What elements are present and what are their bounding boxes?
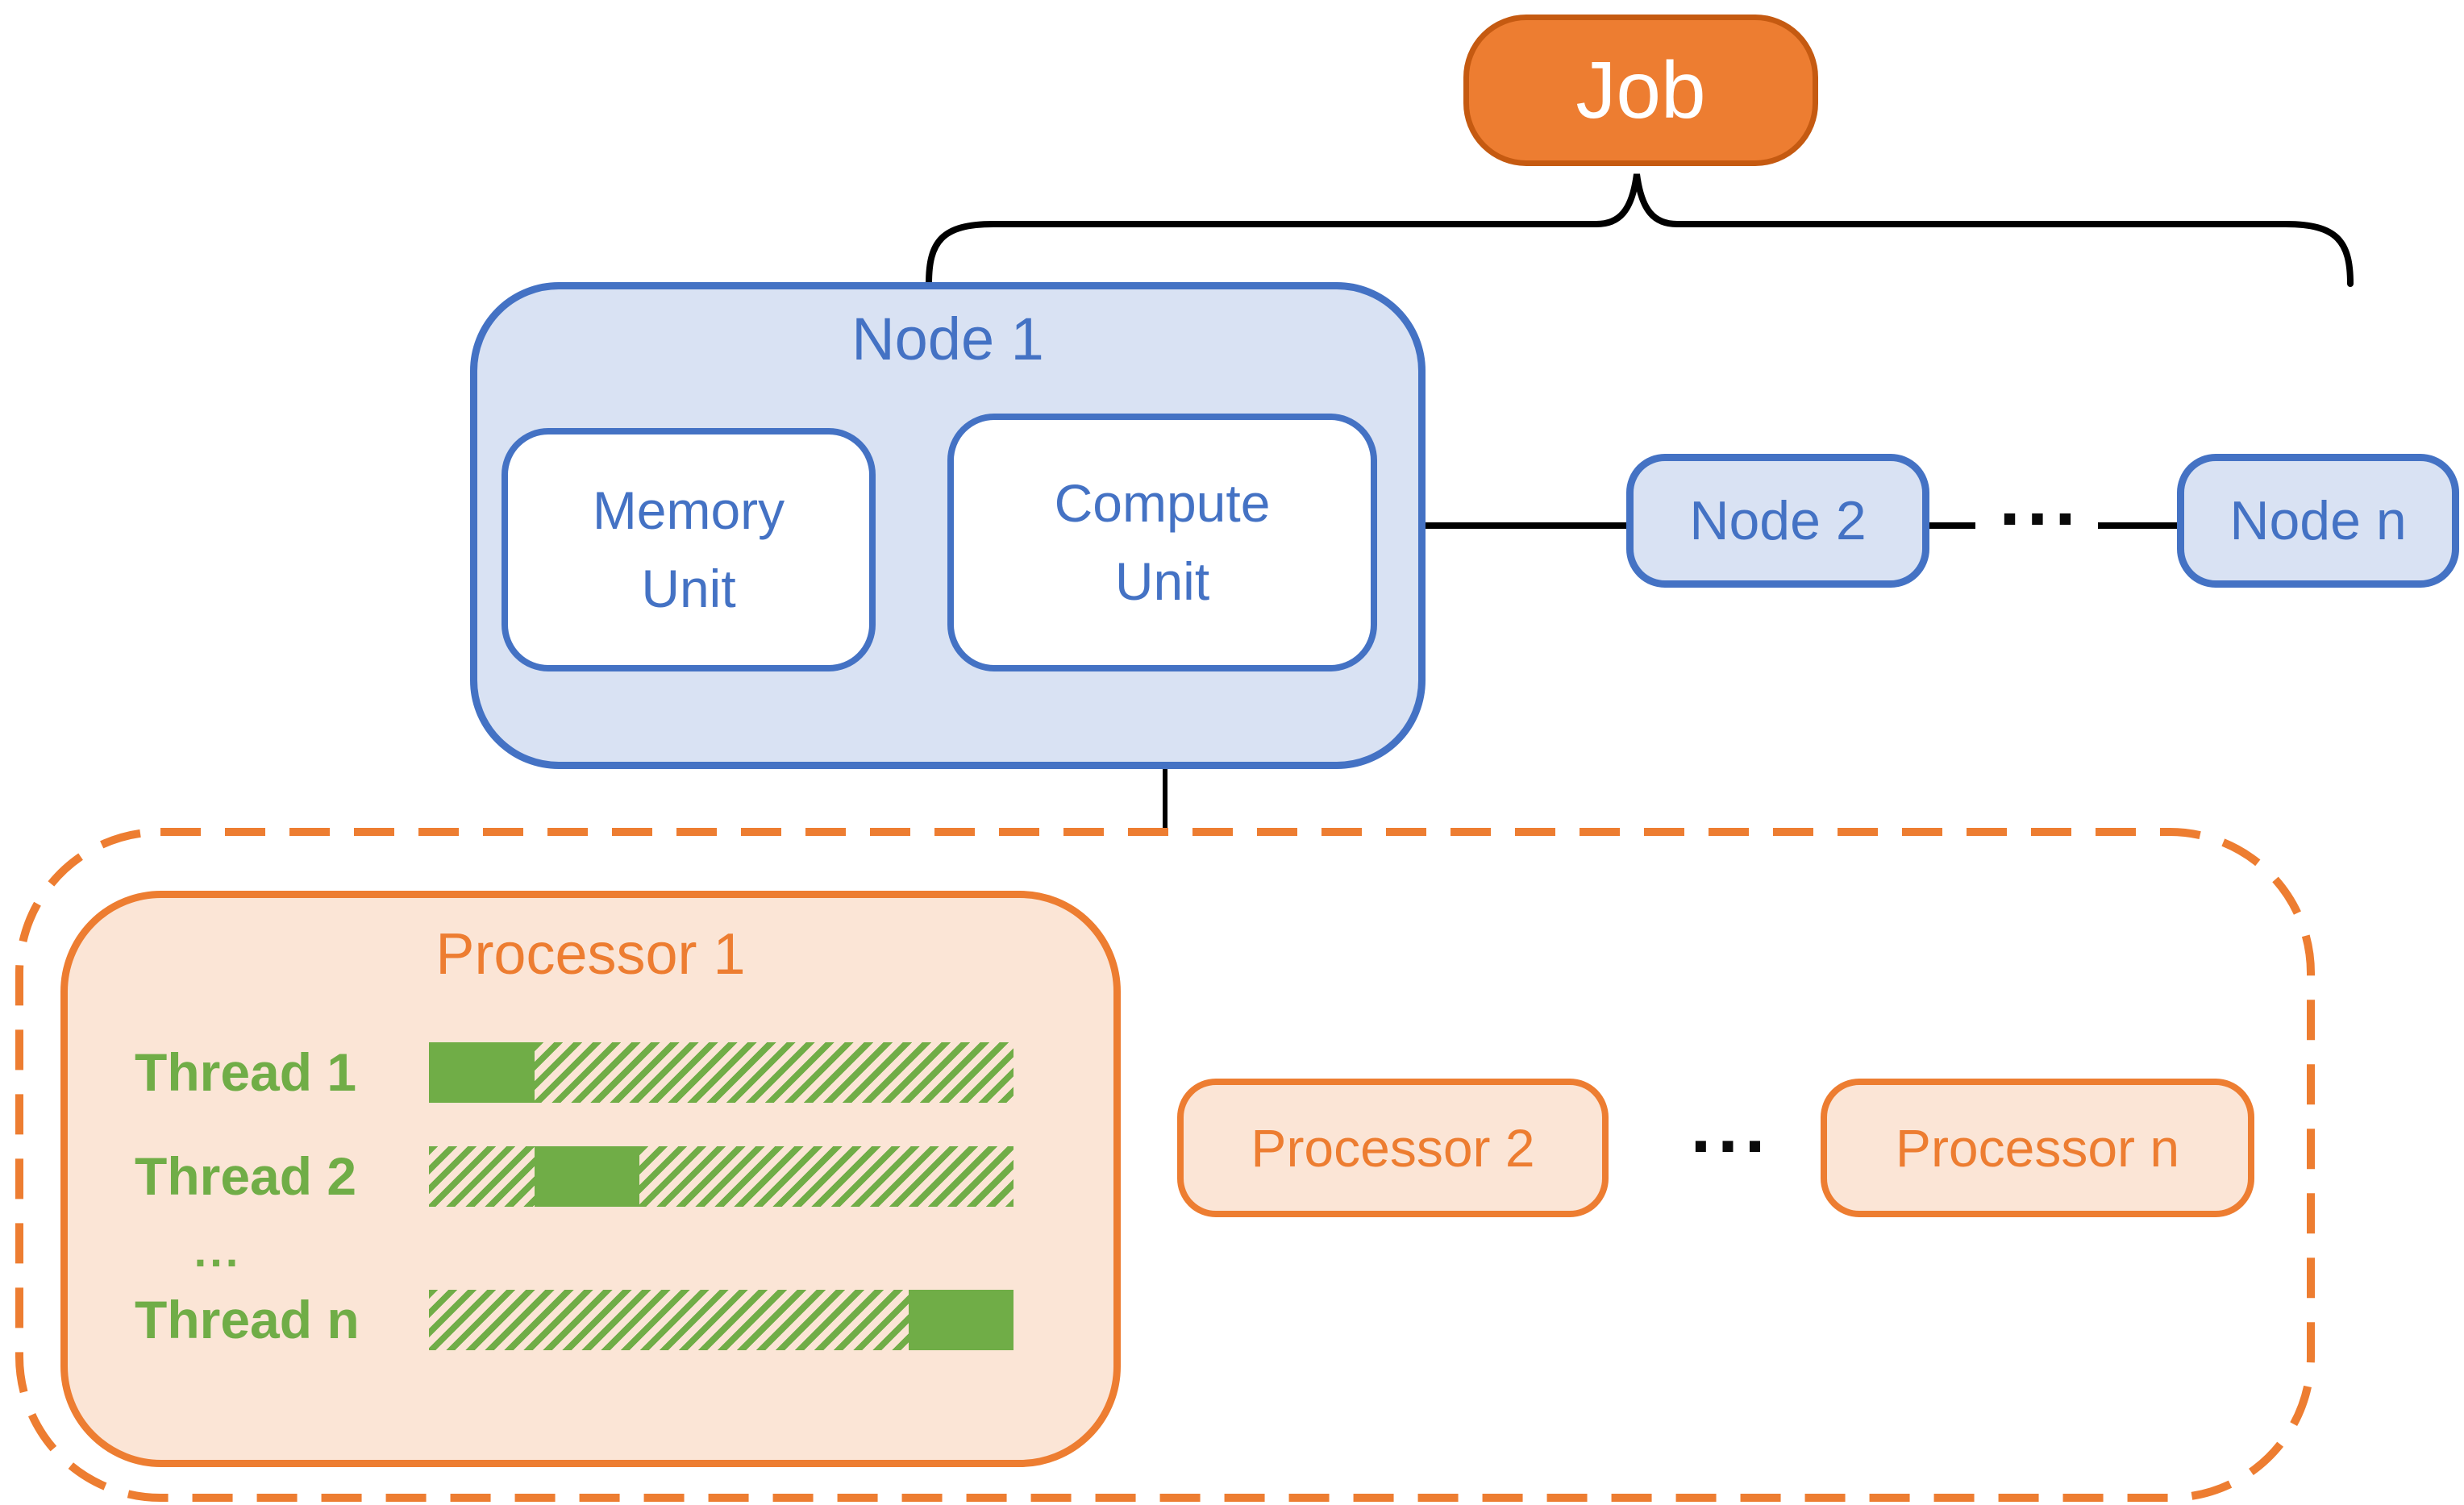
job-brace xyxy=(926,173,2354,287)
bar-segment-hatched xyxy=(429,1146,535,1207)
compute-unit-label-line2: Unit xyxy=(1114,551,1210,611)
processorn-box: Processor n xyxy=(1821,1079,2254,1217)
memory-unit-label-line2: Unit xyxy=(641,559,736,618)
thread1-utilization-bar xyxy=(429,1042,1013,1103)
processor2-box: Processor 2 xyxy=(1177,1079,1609,1217)
node-ellipsis: ... xyxy=(1999,456,2083,542)
processor-group-dashed-boundary xyxy=(15,828,2315,1502)
job-box: Job xyxy=(1463,15,1818,166)
thread-ellipsis: ... xyxy=(194,1225,242,1276)
node2-box: Node 2 xyxy=(1626,454,1929,588)
node2-label: Node 2 xyxy=(1689,490,1867,551)
memory-unit-label-line1: Memory xyxy=(592,480,785,540)
noden-label: Node n xyxy=(2229,490,2407,551)
job-label: Job xyxy=(1575,44,1706,135)
node1-title: Node 1 xyxy=(851,306,1044,372)
compute-unit-label-line1: Compute xyxy=(1054,473,1271,533)
thread1-label: Thread 1 xyxy=(135,1042,357,1102)
processor-ellipsis: ... xyxy=(1690,1086,1772,1168)
compute-unit-box: Compute Unit xyxy=(947,414,1377,671)
noden-box: Node n xyxy=(2177,454,2459,588)
bar-segment-solid xyxy=(908,1290,1013,1350)
processorn-label: Processor n xyxy=(1895,1118,2180,1178)
thread2-utilization-bar xyxy=(429,1146,1013,1207)
processor1-title: Processor 1 xyxy=(435,922,746,987)
bar-segment-hatched xyxy=(639,1146,1013,1207)
bar-segment-solid xyxy=(534,1146,639,1207)
thread2-label: Thread 2 xyxy=(135,1146,357,1206)
bar-segment-hatched xyxy=(534,1042,1013,1103)
threadn-utilization-bar xyxy=(429,1290,1013,1350)
processor2-label: Processor 2 xyxy=(1251,1118,1535,1178)
bar-segment-solid xyxy=(429,1042,535,1103)
memory-unit-box: Memory Unit xyxy=(502,428,876,671)
threadn-label: Thread n xyxy=(135,1290,360,1349)
bar-segment-hatched xyxy=(429,1290,909,1350)
